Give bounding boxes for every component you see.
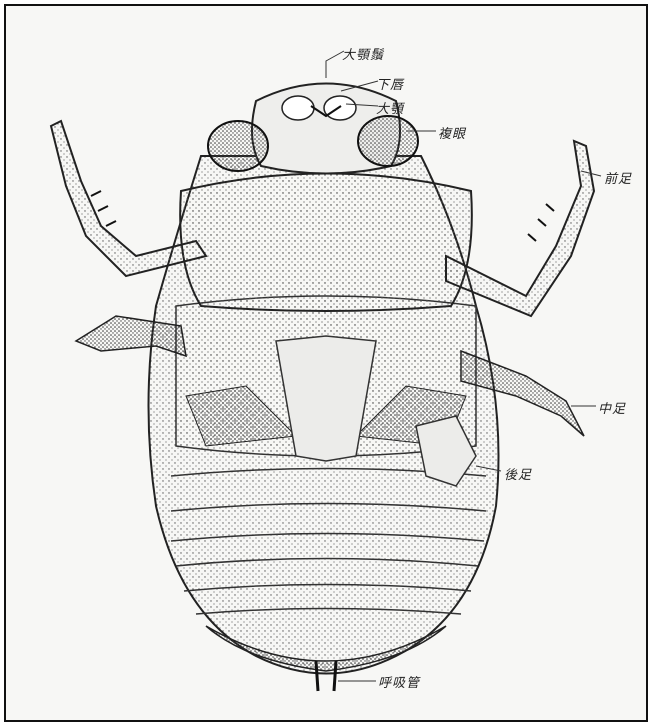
label-lower-lip: 下唇: [376, 74, 404, 93]
label-mandible: 大顎: [376, 98, 404, 117]
fore-leg-right-teeth: [528, 204, 554, 241]
compound-eye-left: [208, 121, 268, 171]
label-upper-lip: 大顎鬚: [342, 44, 384, 63]
figure-frame: 大顎鬚 下唇 大顎 複眼 前足 中足 後足 呼吸管: [4, 4, 648, 722]
label-hind-leg: 後足: [504, 464, 532, 483]
label-mid-leg: 中足: [598, 398, 626, 417]
mouthpart-right: [324, 96, 356, 120]
label-breathing-tube: 呼吸管: [378, 672, 420, 691]
compound-eye-right: [358, 116, 418, 166]
label-fore-leg: 前足: [604, 168, 632, 187]
beetle-underside-drawing: [6, 6, 646, 720]
label-compound-eye: 複眼: [438, 123, 466, 142]
mouthpart-left: [282, 96, 314, 120]
prothorax: [180, 174, 472, 312]
